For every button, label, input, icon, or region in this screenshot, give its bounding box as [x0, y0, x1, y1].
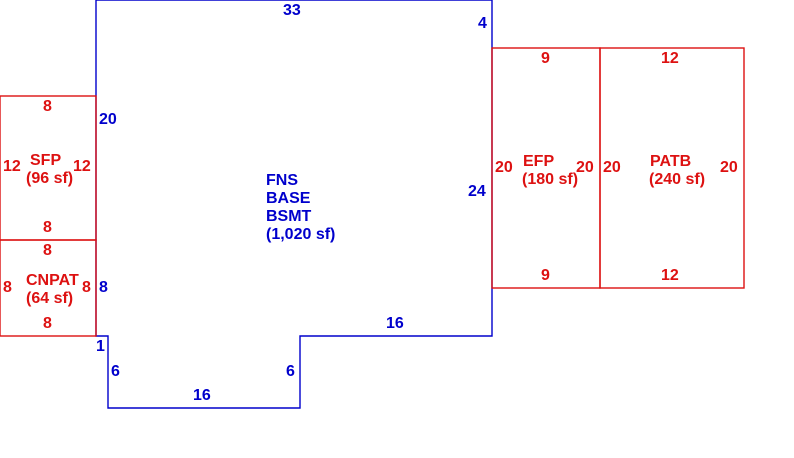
dim-patb-right: 20 — [720, 159, 738, 176]
patb-size: (240 sf) — [649, 171, 706, 188]
main-area-line-3: BSMT — [266, 208, 312, 225]
dim-sfp-left: 12 — [3, 158, 21, 175]
dim-main-right-mid: 24 — [468, 183, 486, 200]
dim-sfp-bottom: 8 — [43, 219, 52, 236]
dim-cnpat-top: 8 — [43, 242, 52, 259]
dim-main-right-top: 4 — [478, 15, 487, 32]
efp-name: EFP — [523, 153, 555, 170]
dim-patb-top: 12 — [661, 50, 679, 67]
dim-sfp-right: 12 — [73, 158, 91, 175]
dim-efp-top: 9 — [541, 50, 550, 67]
dim-efp-bottom: 9 — [541, 267, 550, 284]
dim-patb-bottom: 12 — [661, 267, 679, 284]
dim-main-lower-right: 16 — [386, 315, 404, 332]
sfp-size: (96 sf) — [26, 170, 74, 187]
sfp-name: SFP — [30, 152, 62, 169]
dim-main-top: 33 — [283, 2, 301, 19]
dim-cnpat-left: 8 — [3, 279, 12, 296]
dim-main-left-upper: 20 — [99, 111, 117, 128]
efp-size: (180 sf) — [522, 171, 579, 188]
dim-patb-left: 20 — [603, 159, 621, 176]
dim-sfp-top: 8 — [43, 98, 52, 115]
dim-cnpat-bottom: 8 — [43, 315, 52, 332]
dim-efp-right: 20 — [576, 159, 594, 176]
patb-outline — [599, 47, 745, 289]
main-area-label: FNS BASE BSMT (1,020 sf) — [266, 172, 335, 244]
dim-main-bottom: 16 — [193, 387, 211, 404]
dim-main-step-small: 1 — [96, 338, 105, 355]
dim-cnpat-right: 8 — [82, 279, 91, 296]
dim-main-notch-right: 6 — [286, 363, 295, 380]
cnpat-size: (64 sf) — [26, 290, 74, 307]
dim-efp-left: 20 — [495, 159, 513, 176]
dim-main-left-lower: 8 — [99, 279, 108, 296]
patb-name: PATB — [650, 153, 692, 170]
cnpat-name: CNPAT — [26, 272, 79, 289]
main-area-line-2: BASE — [266, 190, 311, 207]
main-area-size: (1,020 sf) — [266, 226, 336, 243]
cnpat-outline — [0, 239, 97, 337]
main-area-line-1: FNS — [266, 172, 298, 189]
dim-main-notch-left: 6 — [111, 363, 120, 380]
